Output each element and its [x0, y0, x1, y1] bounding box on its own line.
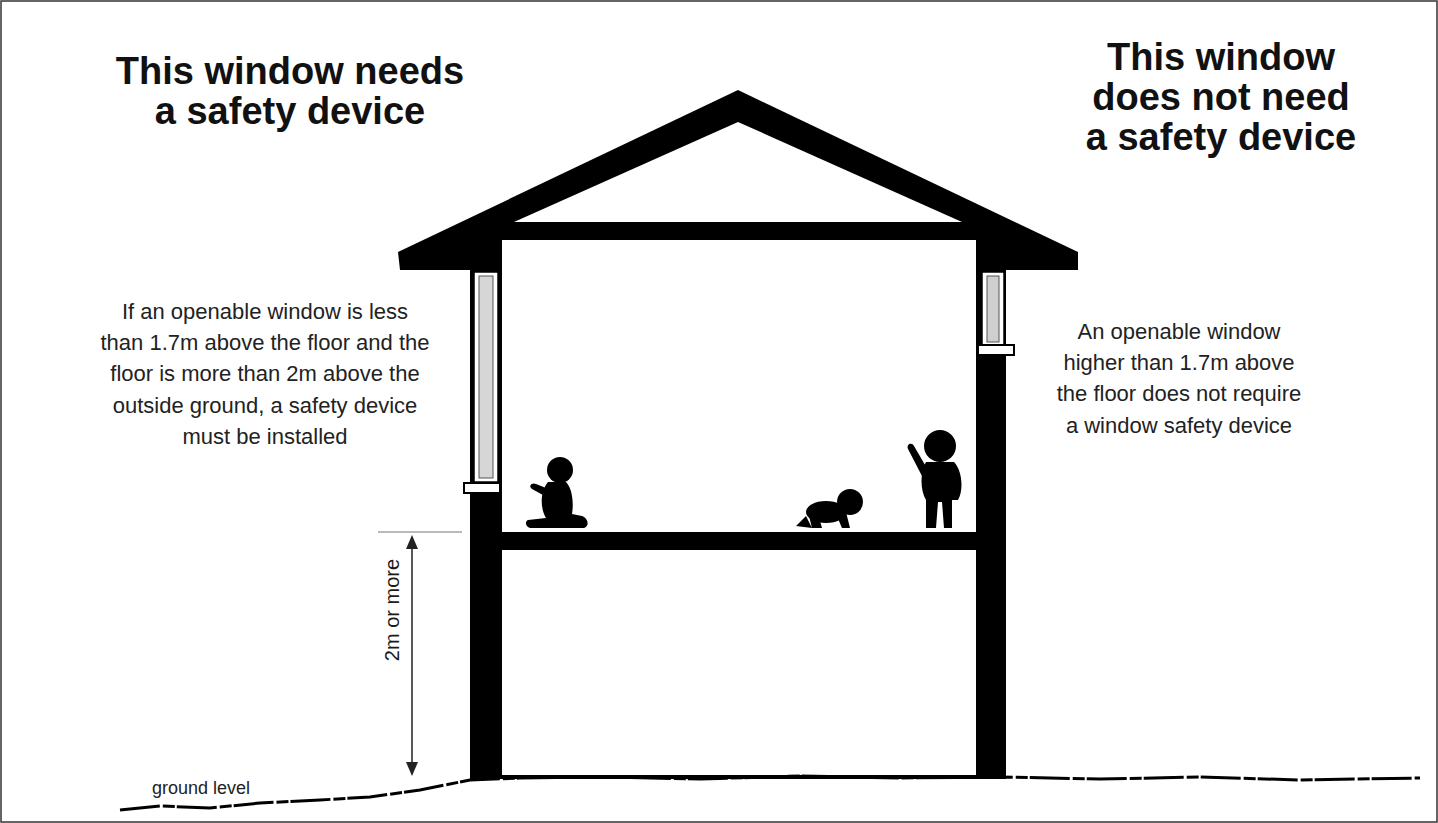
crawling-baby	[796, 489, 863, 528]
ground-under-house	[470, 775, 1006, 779]
upper-room	[502, 240, 976, 532]
child-body	[526, 482, 588, 528]
ground-label: ground level	[152, 778, 250, 800]
attic-space	[514, 122, 962, 222]
right-window-frame	[982, 272, 1004, 345]
upper-floor	[470, 532, 1006, 550]
left-window-sill	[464, 483, 500, 493]
note: An openable window higher than 1.7m abov…	[1054, 316, 1304, 441]
dimension-arrowhead	[406, 535, 418, 549]
heading: This window does not need a safety devic…	[1080, 38, 1362, 158]
baby-legs	[796, 512, 822, 528]
left-wall	[470, 262, 502, 778]
child-arm	[530, 483, 556, 500]
toddler-head	[924, 430, 956, 462]
lower-room	[502, 550, 976, 776]
right-wall	[976, 262, 1006, 778]
right-window-glass	[987, 276, 999, 342]
left-window-glass	[479, 276, 493, 478]
right-window-sill	[978, 345, 1014, 355]
child-head	[547, 457, 573, 483]
standing-toddler	[908, 430, 962, 528]
left-window-frame	[474, 272, 498, 482]
baby-arm	[836, 512, 850, 528]
sitting-child	[526, 457, 588, 528]
note: If an openable window is less than 1.7m …	[98, 296, 432, 452]
dimension-tick	[378, 531, 462, 532]
toddler-body	[922, 462, 962, 528]
ground-line	[120, 776, 1420, 810]
dimension-line	[411, 546, 413, 762]
dimension-label: 2m or more	[382, 557, 402, 663]
toddler-arm	[908, 444, 928, 476]
heading: This window needs a safety device	[110, 52, 470, 132]
dimension-arrowhead	[406, 762, 418, 776]
